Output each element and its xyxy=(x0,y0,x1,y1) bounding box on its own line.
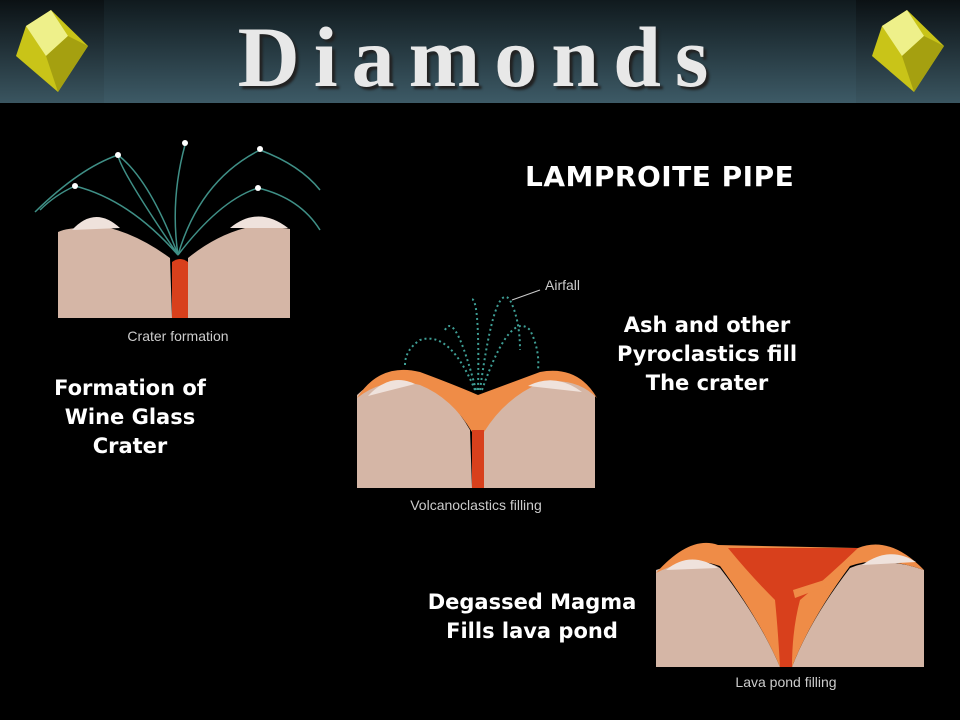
crater-label: Formation of Wine Glass Crater xyxy=(40,374,220,461)
volcanoclastics-caption: Volcanoclastics filling xyxy=(410,497,542,513)
label-line: Ash and other xyxy=(623,313,791,337)
label-line: Crater xyxy=(92,434,168,458)
magma-label: Degassed Magma Fills lava pond xyxy=(422,588,642,646)
banner-title: Diamonds xyxy=(237,9,723,105)
diamond-icon-left xyxy=(16,10,88,92)
ash-label: Ash and other Pyroclastics fill The crat… xyxy=(607,311,807,398)
label-line: Wine Glass xyxy=(64,405,196,429)
banner-center xyxy=(104,0,856,103)
crater-formation-diagram: Crater formation xyxy=(30,137,325,362)
lava-pond-diagram: Lava pond filling xyxy=(656,542,924,690)
slide-title: LAMPROITE PIPE xyxy=(525,160,795,193)
label-line: Fills lava pond xyxy=(446,619,618,643)
airfall-plume xyxy=(404,295,540,391)
lava-pond-caption: Lava pond filling xyxy=(735,674,836,690)
airfall-label: Airfall xyxy=(545,277,580,293)
crater-caption: Crater formation xyxy=(127,328,228,344)
label-line: Degassed Magma xyxy=(427,590,637,614)
label-line: Pyroclastics fill xyxy=(616,342,798,366)
label-line: The crater xyxy=(645,371,769,395)
volcanoclastics-diagram: Airfall Volcanoclastics filling xyxy=(357,277,597,513)
label-line: Formation of xyxy=(54,376,206,400)
diamond-icon-right xyxy=(872,10,944,92)
